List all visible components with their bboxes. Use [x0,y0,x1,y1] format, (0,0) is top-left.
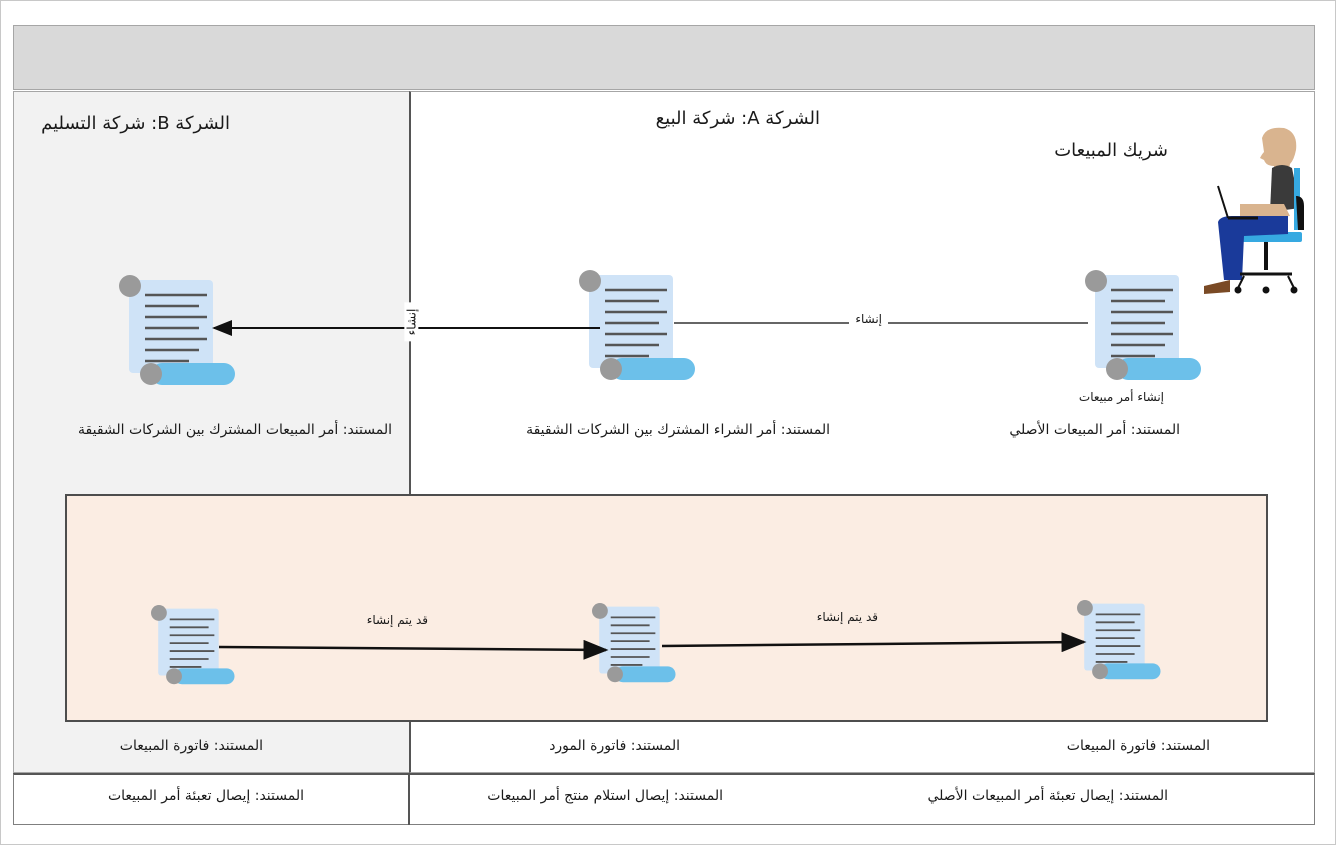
arrow-invoice-b-to-vendor-invoice [218,639,609,660]
sales-person-icon [1204,127,1304,294]
arrow-label-create-sales-order: إنشاء أمر مبيعات [1078,390,1164,404]
arrow-label-may-create-2: قد يتم إنشاء [816,610,878,624]
footer-product-receipt: المستند: إيصال استلام منتج أمر المبيعات [487,788,723,804]
arrow-label-may-create-1: قد يتم إنشاء [366,613,428,627]
sales-partner-label: شريك المبيعات [1054,140,1168,161]
arrow-label-create-2: إنشاء [404,302,419,342]
vendor-invoice-document-icon [591,602,677,684]
company-b-title: الشركة B: شركة التسليم [41,113,230,134]
intercompany-sales-order-document-icon [117,273,237,387]
sales-invoice-b-document-icon [150,604,236,686]
arrow-vendor-invoice-to-invoice-a [661,632,1087,653]
doc-label-intercompany-purchase-order: المستند: أمر الشراء المشترك بين الشركات … [526,422,830,438]
arrow-label-create-1: إنشاء [849,312,888,326]
company-a-title: الشركة A: شركة البيع [655,108,820,129]
header-band [13,25,1315,90]
invoice-band [65,494,1268,722]
original-sales-order-document-icon [1083,268,1203,382]
footer-packing-slip-intercompany: المستند: إيصال تعبئة أمر المبيعات [107,788,304,804]
doc-label-vendor-invoice: المستند: فاتورة المورد [549,738,680,754]
doc-label-sales-invoice-b: المستند: فاتورة المبيعات [119,738,263,754]
footer-row [13,773,1315,825]
sales-invoice-a-document-icon [1076,599,1162,681]
footer-divider [408,773,410,825]
doc-label-sales-invoice-a: المستند: فاتورة المبيعات [1066,738,1210,754]
doc-label-intercompany-sales-order: المستند: أمر المبيعات المشترك بين الشركا… [78,422,392,438]
doc-label-original-sales-order: المستند: أمر المبيعات الأصلي [1009,422,1180,438]
footer-packing-slip-original: المستند: إيصال تعبئة أمر المبيعات الأصلي [927,788,1168,804]
intercompany-purchase-order-document-icon [577,268,697,382]
